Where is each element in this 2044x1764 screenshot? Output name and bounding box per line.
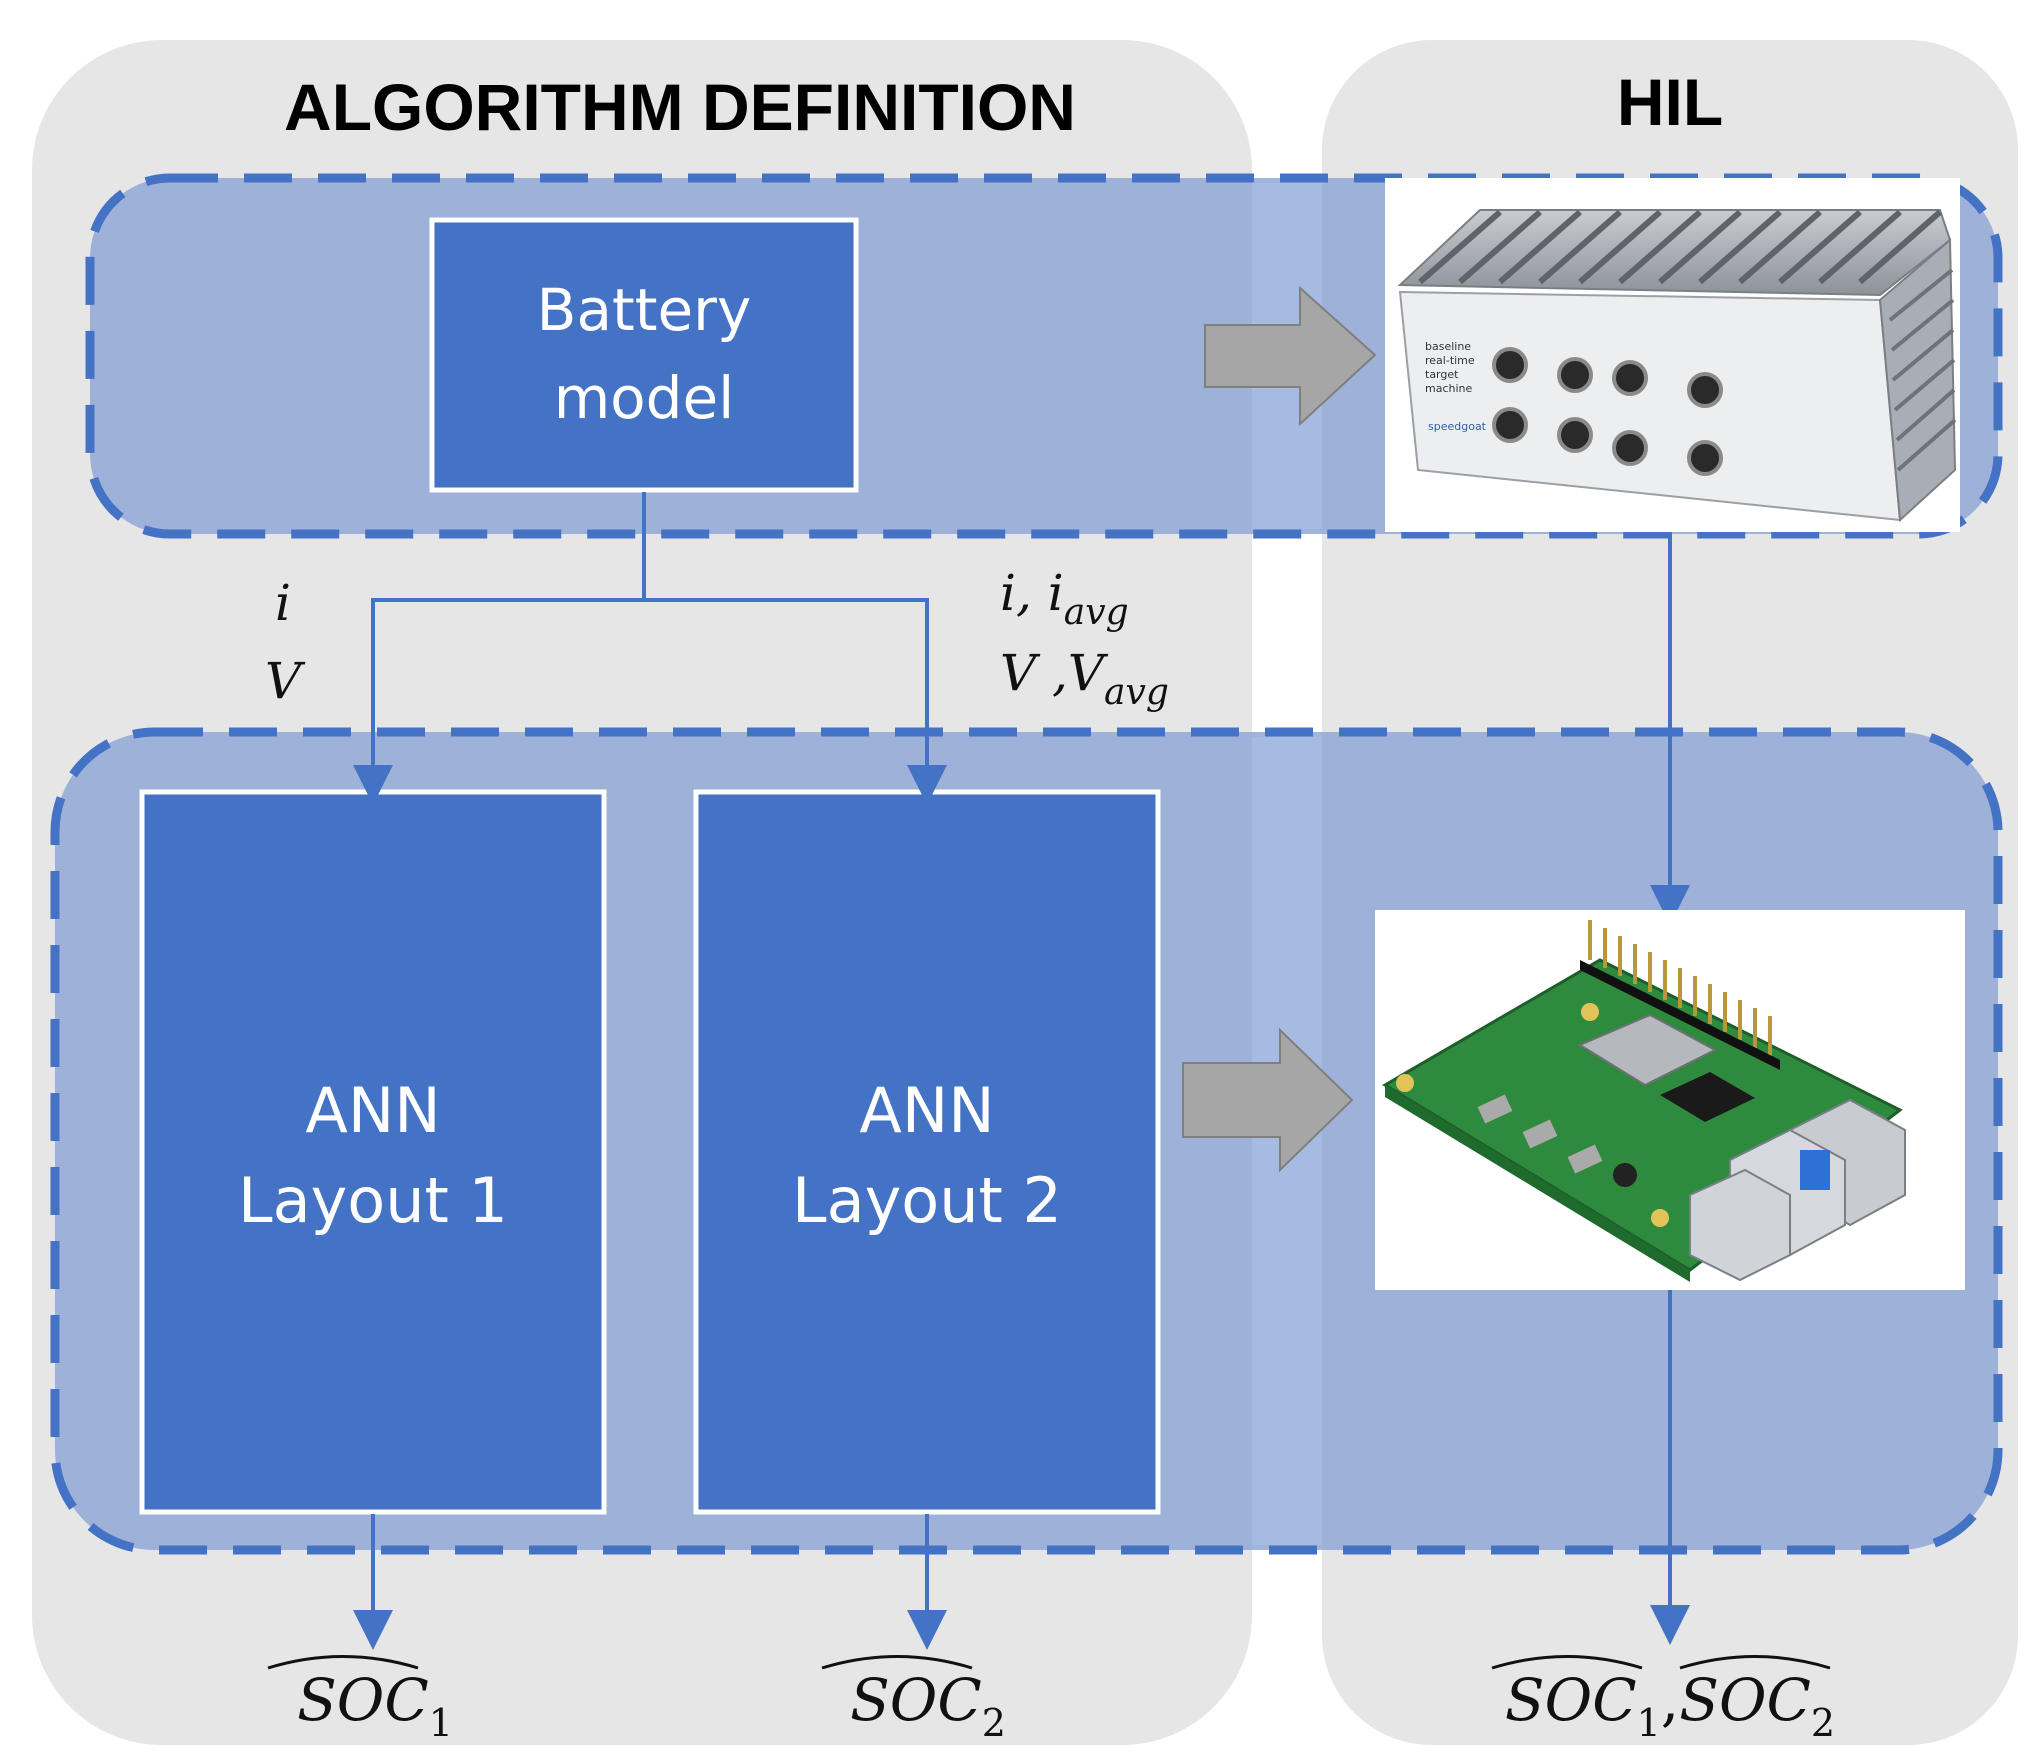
rt-target-label-2: real-time (1425, 354, 1475, 367)
ann-layout-2-block (693, 789, 1161, 1515)
deploy-arrow-bottom (1182, 1027, 1354, 1173)
output-soc2: SOC2 (821, 1655, 1006, 1745)
ann-layout-2-line2: Layout 2 (792, 1164, 1062, 1237)
algorithm-title: ALGORITHM DEFINITION (284, 70, 1076, 144)
signal-label-i-iavg: i, iavg (1000, 564, 1129, 633)
output-soc1-soc2: SOC1,SOC2 (1491, 1655, 1835, 1745)
ann-layout-2-line1: ANN (859, 1074, 994, 1147)
battery-model-line1: Battery (537, 276, 752, 344)
ann-layout-1-line1: ANN (305, 1074, 440, 1147)
hil-title: HIL (1617, 65, 1723, 139)
battery-model-line2: model (554, 364, 735, 432)
signal-label-i: i (275, 574, 291, 632)
svg-text:SOC1: SOC1 (297, 1666, 453, 1745)
signal-connectors (353, 492, 1690, 1650)
svg-text:SOC1,SOC2: SOC1,SOC2 (1505, 1666, 1835, 1745)
battery-model-block (429, 217, 859, 493)
signal-label-v: V (265, 652, 306, 710)
realtime-target-image: baseline real-time target machine speedg… (1385, 178, 1960, 532)
deploy-arrow-top (1204, 285, 1377, 427)
raspberry-pi-image (1375, 910, 1965, 1290)
rt-target-brand: speedgoat (1428, 420, 1487, 433)
signal-label-v-vavg: V ,Vavg (1000, 644, 1169, 713)
rt-target-label-3: target (1425, 368, 1459, 381)
ann-layout-1-line2: Layout 1 (238, 1164, 508, 1237)
output-soc1: SOC1 (267, 1655, 453, 1745)
rt-target-label-1: baseline (1425, 340, 1471, 353)
rt-target-label-4: machine (1425, 382, 1473, 395)
svg-text:SOC2: SOC2 (850, 1666, 1006, 1745)
ann-layout-1-block (139, 789, 607, 1515)
